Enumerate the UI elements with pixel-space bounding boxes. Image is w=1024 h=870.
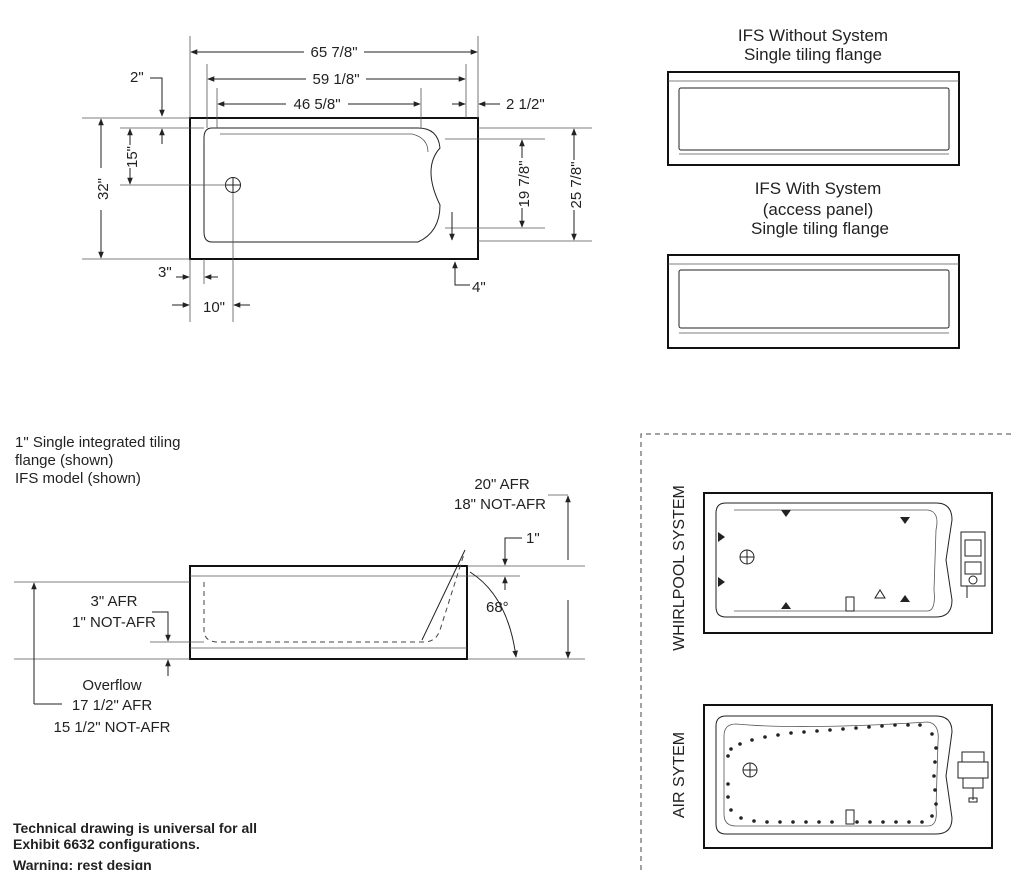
basin-length-label: 46 5/8" — [293, 96, 340, 113]
tub-basin — [203, 127, 441, 243]
air-system-label: AIR SYTEM — [671, 732, 688, 818]
backrest-angle-label: 68° — [486, 599, 509, 616]
pump-icon — [960, 531, 986, 598]
flange-with-title: IFS With System — [755, 179, 882, 198]
drain-icon — [225, 177, 241, 193]
basin-inner-line — [220, 133, 429, 153]
flange-without-title: IFS Without System — [738, 26, 888, 45]
bottom-offset-label: 4" — [472, 279, 486, 296]
sensor-icon — [874, 589, 886, 599]
footer-line-1: Technical drawing is universal for all — [13, 820, 257, 836]
drain-icon — [739, 549, 755, 565]
overflow-label: Overflow — [82, 677, 141, 694]
floor-afr-label: 3" AFR — [90, 593, 137, 610]
overall-length-label: 65 7/8" — [310, 44, 357, 61]
whirlpool-system-label: WHIRLPOOL SYSTEM — [671, 485, 688, 651]
blower-icon — [957, 751, 989, 803]
basin-width-label: 19 7/8" — [516, 160, 533, 207]
flange-with-system: IFS With System (access panel) Single ti… — [667, 179, 960, 349]
drain-offset-label: 15" — [124, 146, 141, 168]
height-afr-label: 20" AFR — [474, 476, 530, 493]
footer-line-2: Exhibit 6632 configurations. — [13, 836, 200, 852]
overall-width-label: 32" — [95, 178, 112, 200]
overflow-afr-label: 17 1/2" AFR — [72, 697, 153, 714]
overflow-icon — [845, 809, 855, 825]
tub-outline — [189, 117, 479, 260]
footer-line-3: Warning: rest design — [13, 857, 152, 870]
left-wall-label: 3" — [158, 264, 172, 281]
end-offset-label: 2 1/2" — [506, 96, 545, 113]
floor-not-afr-label: 1" NOT-AFR — [72, 614, 156, 631]
flange-offset-label: 2" — [130, 69, 144, 86]
section-note-3: IFS model (shown) — [15, 470, 141, 487]
overflow-icon — [845, 596, 855, 612]
height-not-afr-label: 18" NOT-AFR — [454, 496, 546, 513]
air-jet-dots — [726, 723, 938, 824]
section-view: 1" Single integrated tiling flange (show… — [14, 434, 585, 736]
systems-panel: WHIRLPOOL SYSTEM AIR SYTEM — [640, 433, 1012, 870]
inner-width-label: 25 7/8" — [568, 161, 585, 208]
overflow-not-afr-label: 15 1/2" NOT-AFR — [53, 719, 170, 736]
flange-with-note: Single tiling flange — [751, 219, 889, 238]
section-note-2: flange (shown) — [15, 452, 113, 469]
drain-to-wall-label: 10" — [203, 299, 225, 316]
basin-profile — [203, 553, 465, 643]
tub-section — [189, 565, 468, 660]
flange-without-system: IFS Without System Single tiling flange — [667, 26, 960, 166]
inner-length-label: 59 1/8" — [312, 71, 359, 88]
flange-height-label: 1" — [526, 530, 540, 547]
flange-with-subtitle: (access panel) — [763, 200, 874, 219]
jet-icon — [718, 510, 910, 609]
drain-icon — [742, 762, 758, 778]
section-note-1: 1" Single integrated tiling — [15, 434, 180, 451]
flange-without-subtitle: Single tiling flange — [744, 45, 882, 64]
plan-view: 65 7/8" 59 1/8" 46 5/8" 2 1/2" 2" 15" 32… — [82, 36, 592, 322]
